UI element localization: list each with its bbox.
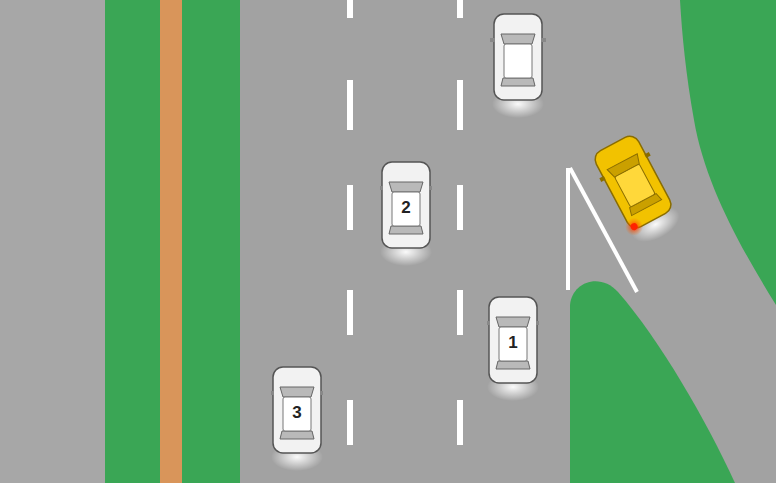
callout-number: 3 <box>271 403 323 423</box>
median-strip <box>160 0 182 483</box>
median-grass <box>105 0 240 483</box>
numbered-car: 3 <box>271 365 323 475</box>
numbered-car: 1 <box>487 295 539 405</box>
opposite-road <box>0 0 105 483</box>
callout-number: 2 <box>380 198 432 218</box>
lane-dashes <box>347 0 463 445</box>
lead-car <box>490 14 546 118</box>
numbered-car: 2 <box>380 160 432 270</box>
roadside-grass <box>680 0 776 305</box>
merging-car <box>587 131 687 250</box>
ramp-island-grass <box>570 281 735 483</box>
callout-number: 1 <box>487 333 539 353</box>
